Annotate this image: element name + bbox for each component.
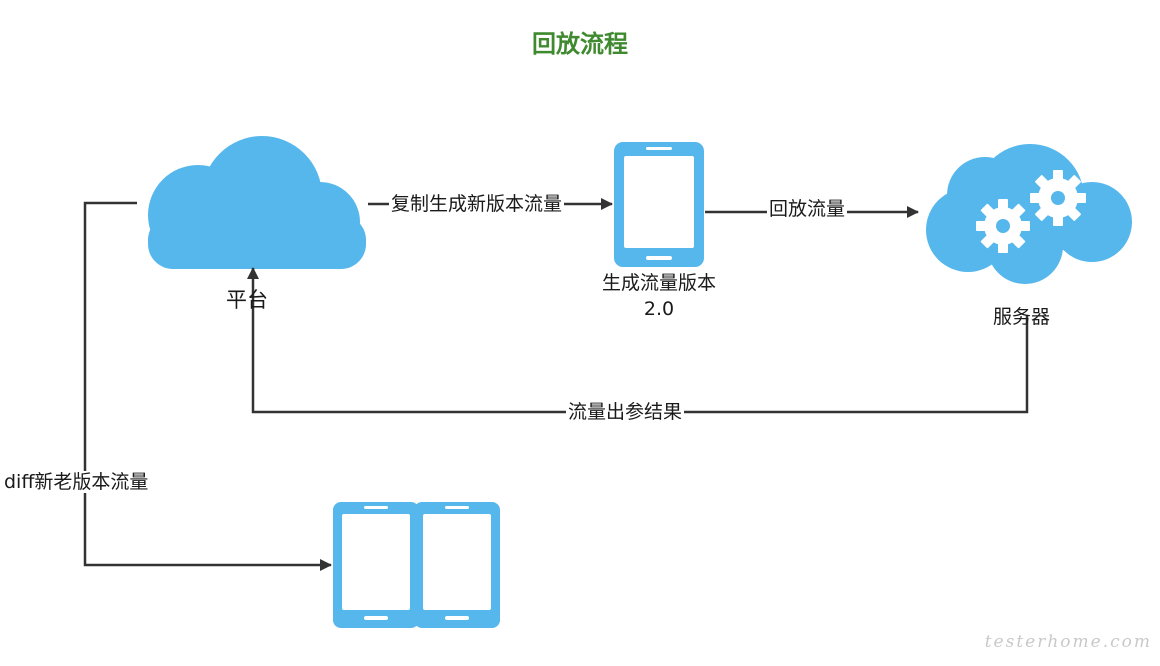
edge-label-result: 流量出参结果 bbox=[566, 401, 685, 423]
edge-label-replay: 回放流量 bbox=[767, 198, 848, 220]
node-label-generate-line2: 2.0 bbox=[643, 298, 675, 320]
two-phones-icon bbox=[333, 502, 500, 628]
node-label-server: 服务器 bbox=[993, 306, 1051, 328]
smartphone-icon bbox=[614, 142, 704, 267]
gear-icon bbox=[976, 199, 1030, 253]
diagram-title: 回放流程 bbox=[532, 30, 628, 58]
gear-icon bbox=[1030, 170, 1086, 226]
node-label-generate-line1: 生成流量版本 bbox=[601, 272, 716, 294]
node-label-generate: 生成流量版本 2.0 bbox=[579, 270, 739, 322]
edge-diff-line bbox=[83, 201, 332, 571]
cloud-icon bbox=[148, 136, 366, 269]
edge-label-copy: 复制生成新版本流量 bbox=[389, 193, 565, 215]
watermark: testerhome.com bbox=[984, 632, 1152, 652]
node-label-platform: 平台 bbox=[226, 288, 268, 312]
edge-label-diff: diff新老版本流量 bbox=[2, 471, 151, 493]
cloud-gears-icon bbox=[926, 144, 1132, 284]
